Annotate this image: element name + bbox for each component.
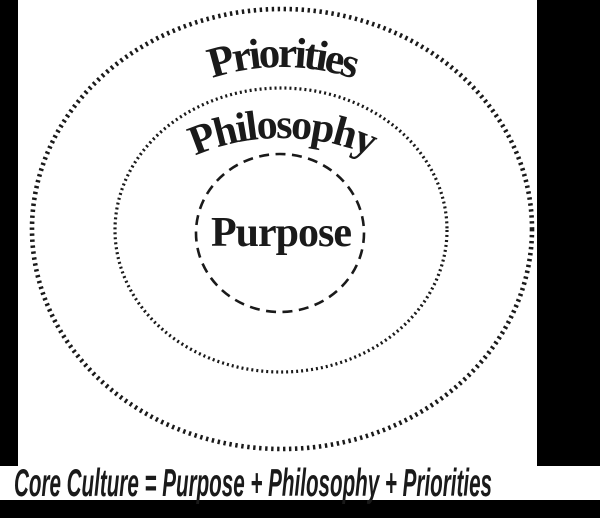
middle-ring-circle	[113, 86, 449, 374]
matte-bottom-strip	[0, 500, 600, 518]
matte-left-strip	[0, 0, 18, 466]
matte-right-strip	[537, 0, 600, 466]
caption: Core Culture = Purpose + Philosophy + Pr…	[14, 462, 492, 505]
ring-label-philosophy: Philosophy	[182, 102, 386, 166]
ring-label-priorities: Priorities	[202, 30, 367, 88]
svg-text:Priorities: Priorities	[202, 30, 364, 88]
inner-ring-circle	[194, 152, 366, 314]
svg-text:Philosophy: Philosophy	[182, 102, 384, 166]
ring-label-purpose: Purpose	[211, 210, 351, 256]
outer-ring-circle	[29, 6, 535, 452]
